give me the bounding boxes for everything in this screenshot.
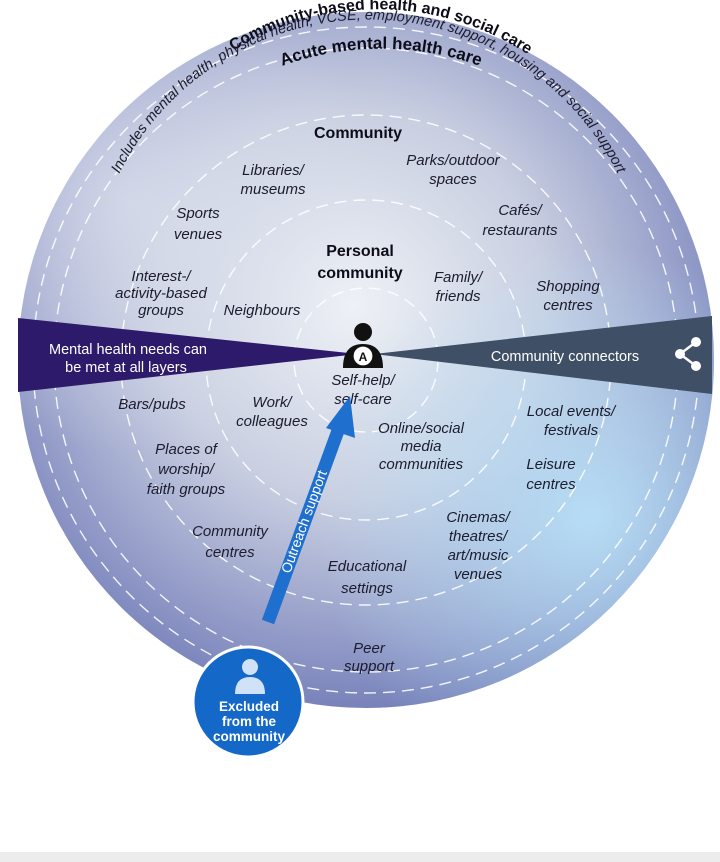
community-title: Community [314, 125, 402, 142]
left-banner-shape [18, 318, 358, 392]
community-item: Cafés/restaurants [482, 202, 558, 239]
personal-item: Neighbours [224, 302, 301, 319]
personal-title-line1: Personal [326, 243, 394, 260]
excluded-group: Excluded from the community [191, 645, 305, 759]
excluded-line1: Excluded [219, 699, 279, 714]
center-person-icon [343, 323, 383, 368]
personal-item: Family/friends [434, 269, 484, 305]
community-item: Bars/pubs [118, 396, 186, 413]
personal-item: Work/colleagues [236, 394, 308, 430]
share-icon [675, 337, 701, 371]
left-banner: Mental health needs can be met at all la… [18, 318, 358, 392]
community-item: Local events/festivals [527, 403, 617, 439]
center-label-line2: self-care [334, 391, 392, 408]
excluded-line2: from the [222, 714, 276, 729]
bottom-bar [0, 852, 720, 862]
left-banner-line2: be met at all layers [65, 360, 187, 376]
community-item: Libraries/museums [240, 162, 306, 198]
left-banner-line1: Mental health needs can [49, 342, 207, 358]
personal-community-items: Neighbours Family/friends Work/colleague… [224, 269, 484, 473]
right-banner: Community connectors [374, 316, 712, 394]
personal-title-line2: community [317, 265, 402, 282]
center-person-badge: A [359, 350, 368, 364]
community-connectors-label: Community connectors [491, 349, 639, 365]
excluded-line3: community [213, 729, 286, 744]
excluded-circle [191, 645, 305, 759]
right-banner-shape [374, 316, 712, 394]
center-label-line1: Self-help/ [331, 372, 396, 389]
excluded-person-icon [235, 659, 265, 694]
